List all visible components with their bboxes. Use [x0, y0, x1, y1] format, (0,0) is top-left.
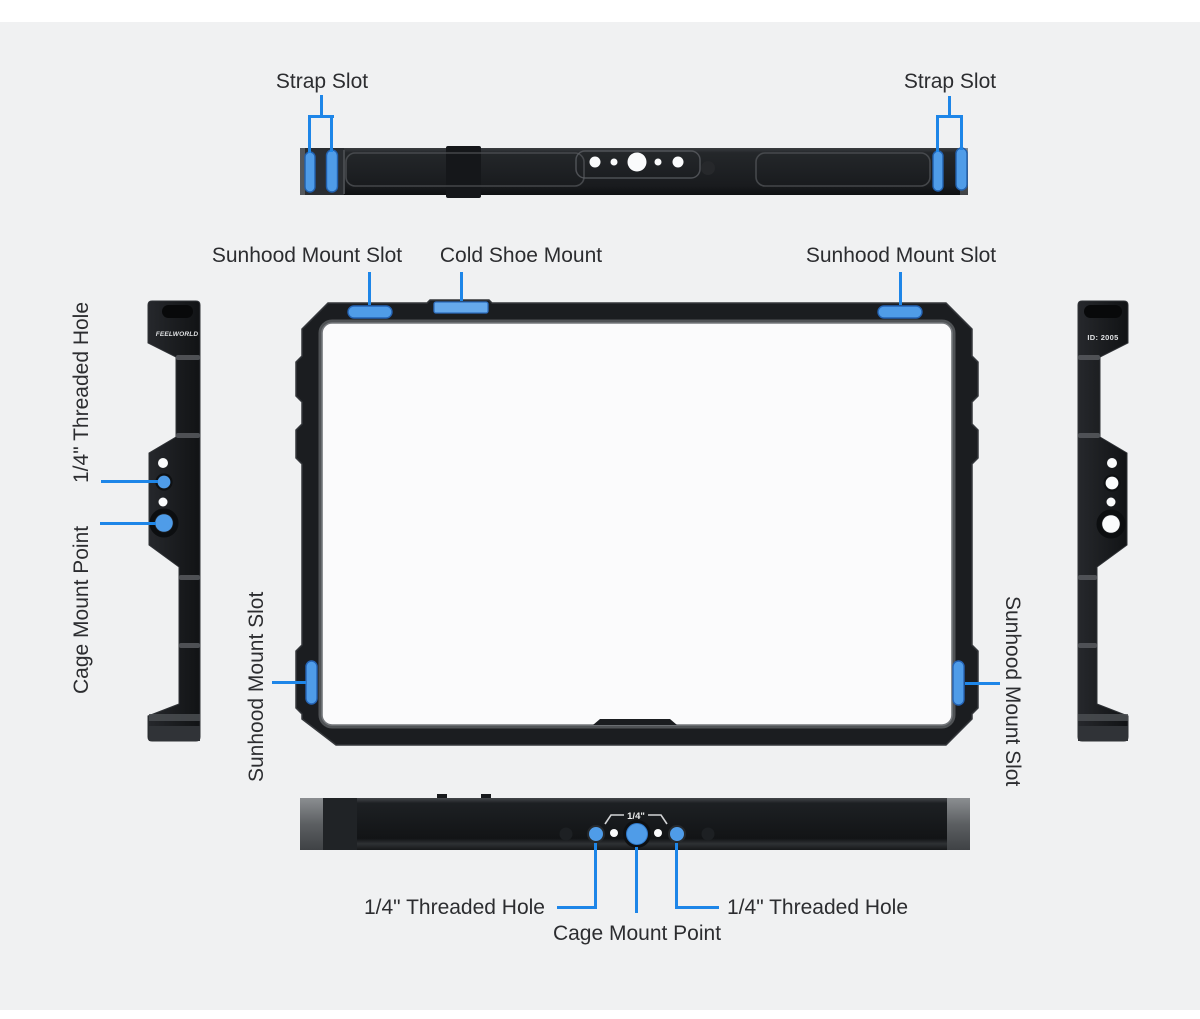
- sunhood-slot-highlight: [952, 660, 965, 706]
- leader-line: [460, 272, 463, 301]
- top-bar-hole: [654, 158, 662, 166]
- top-bar-hole: [589, 156, 601, 168]
- quarter-inch-bracket: [604, 814, 668, 825]
- brand-text: FEELWORLD: [156, 331, 199, 338]
- top-white-strip: [0, 0, 1200, 22]
- label-quarter-threaded-hole-bottom-right: 1/4" Threaded Hole: [727, 896, 909, 919]
- leader-line: [960, 115, 963, 150]
- rail-hole: [1107, 458, 1117, 468]
- top-bar-hole: [610, 158, 618, 166]
- cage-mount-hole-highlight: [155, 514, 173, 532]
- threaded-hole-highlight: [587, 825, 605, 843]
- strap-slot-highlight: [325, 149, 339, 193]
- leader-line: [100, 522, 156, 525]
- rail-handle-slot: [162, 305, 193, 318]
- label-quarter-threaded-hole-left: 1/4" Threaded Hole: [70, 301, 93, 483]
- label-cage-mount-point-left: Cage Mount Point: [70, 525, 93, 695]
- top-view-bar: [300, 146, 968, 198]
- leader-line: [635, 847, 638, 913]
- label-strap-slot-left: Strap Slot: [275, 70, 369, 93]
- label-sunhood-bottom-right: Sunhood Mount Slot: [1001, 595, 1024, 787]
- leader-line: [936, 115, 939, 152]
- sunhood-slot-highlight: [347, 305, 393, 319]
- cage-mount-hole-highlight: [626, 823, 648, 845]
- front-frame: [295, 299, 979, 746]
- sunhood-slot-highlight: [305, 660, 318, 705]
- rail-hole: [158, 497, 168, 507]
- top-bar-hole: [672, 156, 684, 168]
- label-strap-slot-right: Strap Slot: [903, 70, 997, 93]
- leader-line: [948, 96, 951, 117]
- leader-line: [936, 115, 963, 118]
- leader-line: [965, 682, 1000, 685]
- strap-slot-highlight: [932, 150, 944, 192]
- leader-line: [368, 272, 371, 305]
- rail-handle-slot: [1084, 305, 1122, 318]
- cold-shoe-highlight: [433, 301, 489, 314]
- id-text: ID: 2005: [1087, 333, 1118, 342]
- top-bar-recess-hole: [701, 161, 715, 175]
- screen-opening: [321, 322, 953, 726]
- bottom-bar-hole: [654, 829, 662, 837]
- top-bar-hole: [627, 152, 647, 172]
- bottom-view-bar: 1/4": [300, 794, 970, 850]
- rail-hole: [1103, 474, 1121, 492]
- label-sunhood-top-right: Sunhood Mount Slot: [805, 244, 997, 267]
- label-sunhood-top-left: Sunhood Mount Slot: [211, 244, 403, 267]
- threaded-hole-highlight: [668, 825, 686, 843]
- leader-line: [330, 115, 333, 152]
- leader-line: [675, 843, 678, 909]
- strap-slot-highlight: [304, 151, 316, 193]
- quarter-inch-marking: 1/4": [627, 811, 645, 822]
- leader-line: [676, 906, 719, 909]
- leader-line: [594, 843, 597, 909]
- label-quarter-threaded-hole-bottom-left: 1/4" Threaded Hole: [363, 896, 545, 919]
- label-cold-shoe-mount: Cold Shoe Mount: [439, 244, 603, 267]
- cage-mount-ring: [1096, 509, 1126, 539]
- leader-line: [320, 95, 323, 117]
- threaded-hole-highlight: [155, 473, 173, 491]
- label-cage-mount-point-bottom: Cage Mount Point: [552, 922, 722, 945]
- bottom-white-strip: [0, 1010, 1200, 1019]
- leader-line: [308, 115, 311, 153]
- rail-hole: [1106, 497, 1116, 507]
- leader-line: [557, 906, 597, 909]
- rail-hole: [1102, 515, 1120, 533]
- rail-hole: [158, 458, 168, 468]
- sunhood-slot-highlight: [877, 305, 923, 319]
- label-sunhood-bottom-left: Sunhood Mount Slot: [245, 591, 268, 783]
- strap-slot-highlight: [955, 147, 968, 191]
- right-side-rail: ID: 2005: [1077, 300, 1129, 742]
- leader-line: [308, 115, 334, 118]
- frame-bottom-tab: [593, 719, 677, 725]
- leader-line: [272, 681, 306, 684]
- leader-line: [899, 272, 902, 305]
- bottom-bar-hole: [610, 829, 618, 837]
- left-side-rail: FEELWORLD: [147, 300, 201, 742]
- leader-line: [101, 480, 158, 483]
